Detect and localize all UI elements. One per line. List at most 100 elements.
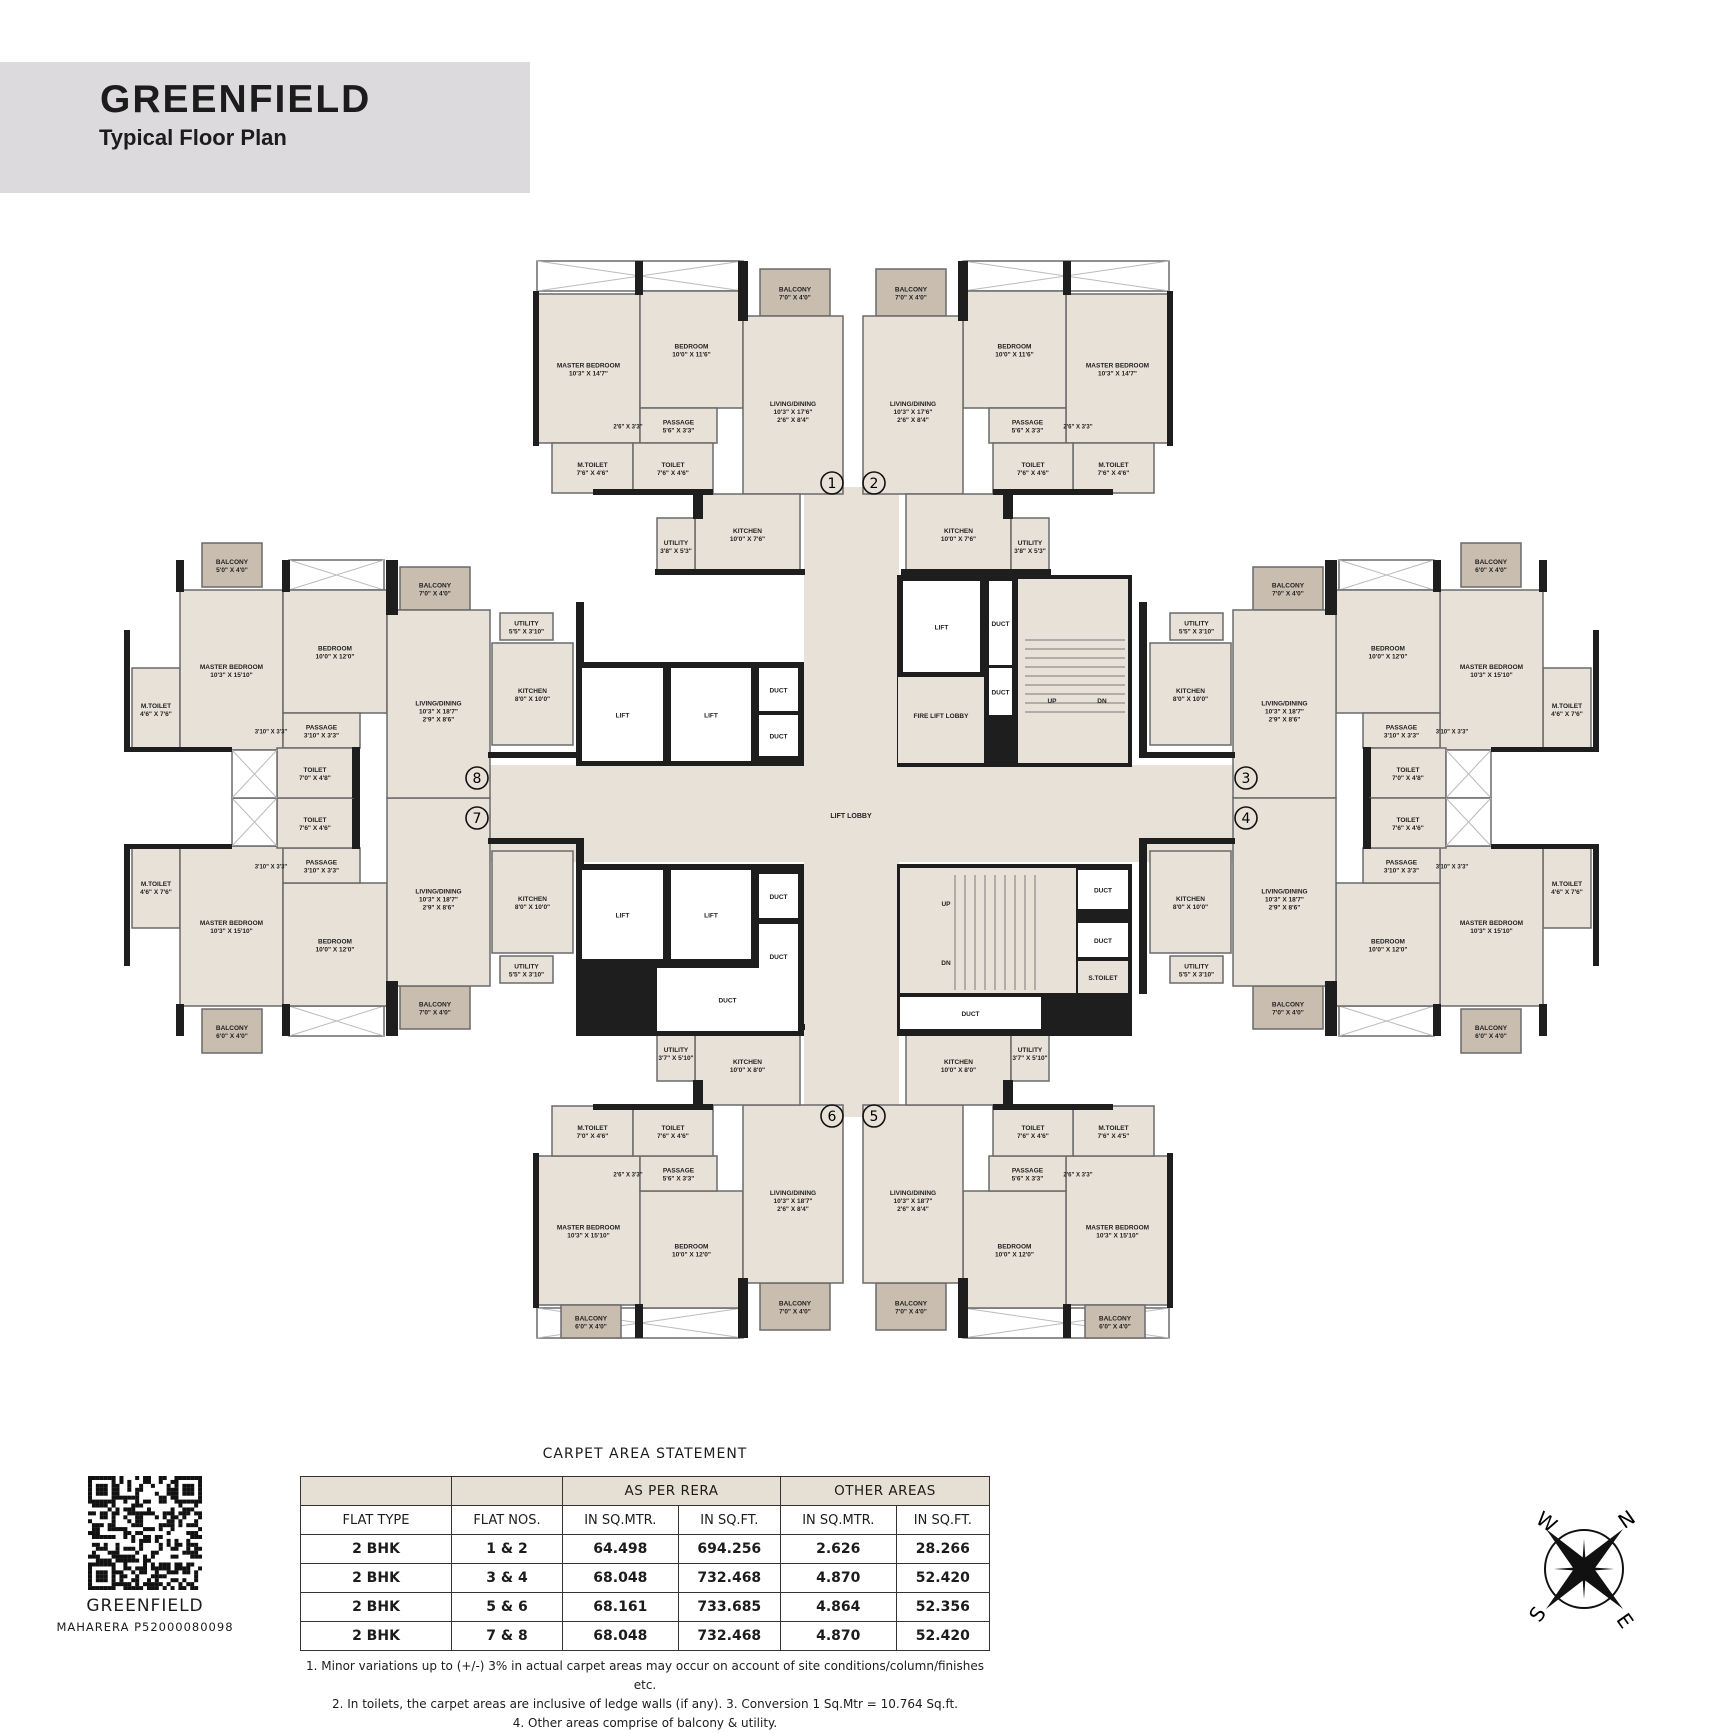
room-label-line: UTILITY [514,621,539,628]
qr-module [111,1554,116,1559]
room-label-line: 3'7" X 5'10" [1012,1055,1047,1062]
duct-shaft [657,968,798,1031]
room-label-line: M.TOILET [1552,881,1582,888]
qr-module [154,1538,159,1543]
passage-room [988,407,1067,444]
qr-module [107,1558,112,1563]
carpet-area-title: CARPET AREA STATEMENT [542,1446,748,1462]
living-room [1232,609,1337,799]
living-room [862,315,964,495]
room-label-line: LIFT [935,625,949,632]
room-label-line: MASTER BEDROOM [1460,920,1523,927]
qr-module [88,1476,93,1481]
wall [282,560,290,592]
qr-module [178,1476,183,1481]
qr-module [115,1495,120,1500]
room-label: 3'10" X 3'3" [255,865,288,871]
qr-module [154,1586,159,1590]
room-label-line: 7'6" X 4'6" [577,470,609,477]
qr-module [154,1534,159,1539]
room-label-line: 10'3" X 17'6" [774,409,813,416]
qr-module [95,1570,100,1575]
toilet-room [632,1105,714,1157]
compass-tick [1554,1567,1582,1571]
wall [958,1278,968,1338]
room-label-line: 4'6" X 7'6" [140,889,172,896]
s-toilet [1078,961,1128,993]
room-label: LIFT LOBBY [830,813,872,820]
qr-module [103,1491,108,1496]
qr-module [166,1511,171,1516]
utility-room [1169,955,1224,984]
qr-module [146,1538,151,1543]
room-label-line: LIFT [704,913,718,920]
qr-module [146,1534,151,1539]
room-label-line: 3'7" X 5'10" [658,1055,693,1062]
qr-module [95,1574,100,1579]
qr-module [166,1582,171,1587]
room-label-line: 10'0" X 12'0" [316,654,355,661]
room-label-line: 2'9" X 8'6" [1269,904,1301,911]
qr-module [143,1558,148,1563]
qr-module [198,1515,202,1520]
qr-module [88,1495,93,1500]
table-cell: 4.870 [779,1621,897,1651]
qr-module [174,1542,179,1547]
qr-module [162,1574,167,1579]
flat-number-circle [820,1104,844,1128]
ledge-cross [288,1005,385,1037]
room-label-line: BALCONY [1272,583,1305,590]
room-label-line: UTILITY [664,540,689,547]
room-label-line: 4'6" X 7'6" [1551,711,1583,718]
qr-module [107,1523,112,1528]
room-label: DUCT [991,690,1009,697]
room-label: DUCT [718,998,736,1005]
qr-module [194,1542,199,1547]
qr-module [107,1507,112,1512]
wall [1491,844,1599,849]
qr-module [190,1554,195,1559]
qr-module [194,1519,199,1524]
room-label-line: 6'0" X 4'0" [575,1324,607,1331]
room-label-line: 7'0" X 4'0" [419,591,451,598]
qr-module [143,1562,148,1567]
qr-module [103,1503,108,1508]
qr-module [150,1566,155,1571]
qr-module [154,1574,159,1579]
table-cell: 68.048 [562,1563,679,1593]
room-label-line: DN [941,960,951,967]
duct-shaft [900,997,1041,1029]
qr-module [91,1586,96,1590]
room-label-line: LIVING/DINING [415,700,461,707]
room-label-line: 2'9" X 8'6" [1269,716,1301,723]
qr-module [158,1582,163,1587]
qr-module [111,1499,116,1504]
room-label: S.TOILET [1088,975,1117,982]
room-label-line: DUCT [718,998,736,1005]
toilet-room [992,1105,1074,1157]
qr-module [143,1511,148,1516]
qr-module [186,1550,191,1555]
ledge-cross [288,559,385,591]
compass-w: W [1532,1506,1562,1537]
lift-shaft [582,870,663,959]
qr-module [95,1546,100,1551]
qr-module [127,1554,132,1559]
table-cell: 64.498 [562,1534,679,1564]
kitchen-room [905,1024,1012,1106]
wall [176,560,184,592]
duct-shaft [989,581,1012,665]
room-label-line: 7'6" X 4'6" [1392,825,1424,832]
qr-module [91,1499,96,1504]
qr-module [123,1531,128,1536]
qr-module [174,1483,179,1488]
room-label-line: DUCT [769,688,787,695]
wall [1139,844,1147,994]
qr-module [150,1550,155,1555]
